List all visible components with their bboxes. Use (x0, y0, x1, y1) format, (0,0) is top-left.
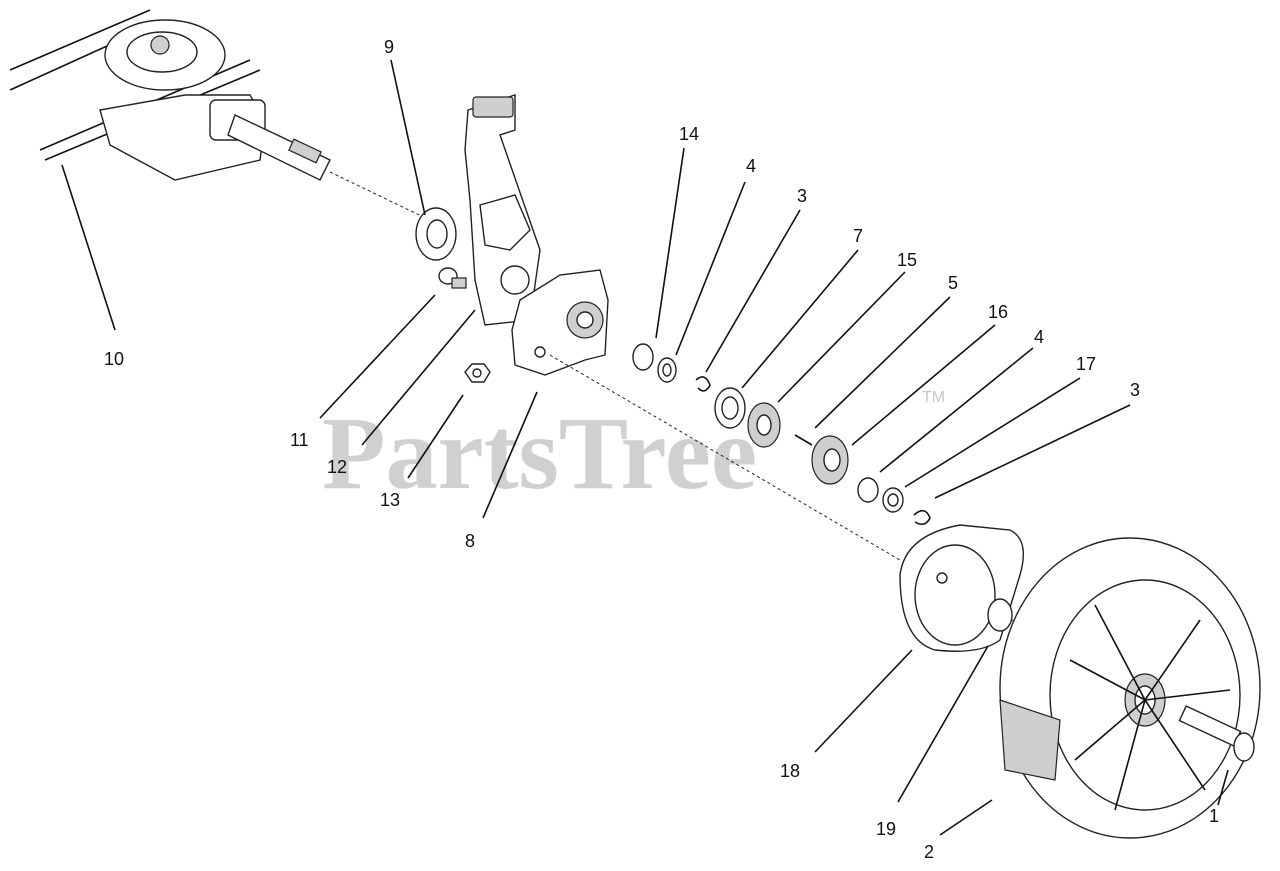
callout-9: 9 (384, 37, 394, 57)
callout-3-a: 3 (797, 186, 807, 206)
part-7-washer (714, 387, 746, 429)
callout-13: 13 (380, 490, 400, 510)
callout-14: 14 (679, 124, 699, 144)
callout-16: 16 (988, 302, 1008, 322)
part-16-pinion-gear (811, 435, 849, 485)
callout-7: 7 (853, 226, 863, 246)
part-17-washer (882, 487, 904, 513)
callout-4-a: 4 (746, 156, 756, 176)
callout-labels: 9 10 14 4 3 7 15 5 16 4 17 3 11 12 13 8 … (104, 37, 1219, 862)
part-4-washer-a (657, 357, 677, 383)
callout-1: 1 (1209, 806, 1219, 826)
part-5-pin (794, 434, 813, 446)
callout-3-b: 3 (1130, 380, 1140, 400)
transmission-housing (9, 9, 266, 181)
part-4-washer-b (857, 477, 879, 503)
part-11-spacer (438, 267, 467, 289)
callout-12: 12 (327, 457, 347, 477)
callout-11: 11 (290, 430, 309, 450)
callout-19: 19 (876, 819, 896, 839)
part-2-wheel (999, 537, 1261, 839)
callout-17: 17 (1076, 354, 1096, 374)
callout-5: 5 (948, 273, 958, 293)
part-3-clip-a (695, 376, 711, 392)
part-12-adjuster-bracket (464, 94, 541, 326)
part-3-clip-b (913, 509, 931, 526)
watermark-trademark: TM (922, 389, 945, 406)
callout-8: 8 (465, 531, 475, 551)
callout-18: 18 (780, 761, 800, 781)
part-8-gear-housing (511, 269, 901, 561)
part-1-bolt (1178, 705, 1255, 762)
part-18-wheel-cover (899, 524, 1024, 652)
part-13-nut (464, 363, 491, 383)
callout-4-b: 4 (1034, 327, 1044, 347)
part-15-bearing (747, 402, 781, 448)
callout-15: 15 (897, 250, 917, 270)
part-14-washer (632, 343, 654, 371)
watermark-text: PartsTree (322, 396, 757, 511)
callout-2: 2 (924, 842, 934, 862)
part-9-seal (415, 207, 457, 261)
leader-lines (61, 59, 1229, 836)
axle-shaft (227, 114, 441, 226)
callout-10: 10 (104, 349, 124, 369)
